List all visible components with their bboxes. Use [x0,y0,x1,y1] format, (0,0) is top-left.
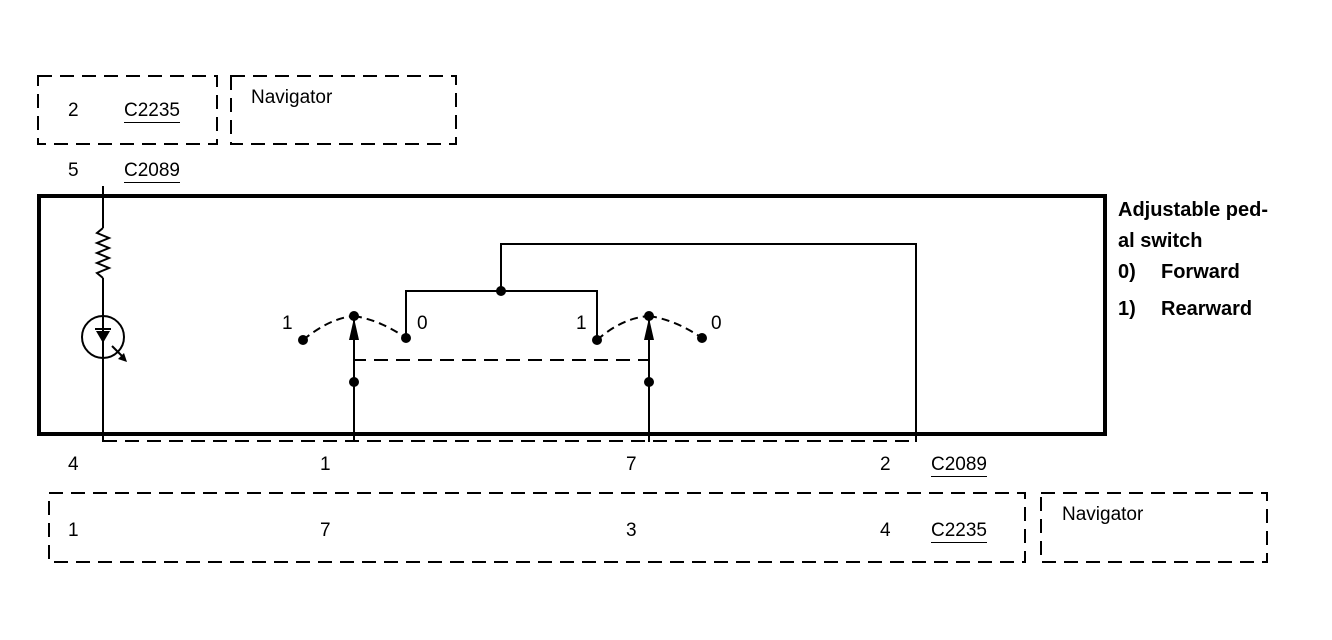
illumination-circuit [81,186,125,442]
top-c2089-pin: 5 [68,160,79,181]
bottom-c2235-label: C2235 [931,520,987,543]
right-contact-1-label: 1 [576,313,587,334]
c2235-pin-label: 1 [68,520,79,541]
switch-housing [37,194,1107,436]
switch-title-line1: Adjustable ped- [1118,199,1269,221]
top-navigator-box [230,75,457,145]
switch-title-line2: al switch [1118,230,1203,252]
c2235-pin-label: 7 [320,520,331,541]
c2089-pin-label: 1 [320,454,331,475]
c2089-pin-label: 7 [626,454,637,475]
left-contact-1-label: 1 [282,313,293,334]
top-navigator-label: Navigator [251,87,333,108]
position-0-label: Forward [1161,261,1240,283]
common-bus [405,243,917,442]
top-c2235-pin: 2 [68,100,79,121]
bottom-c2089-label: C2089 [931,454,987,477]
left-contact-0-label: 0 [417,313,428,334]
bottom-navigator-box [1040,492,1268,563]
position-1-key: 1) [1118,298,1136,320]
c2089-pin-label: 2 [880,454,891,475]
right-contact-0-label: 0 [711,313,722,334]
c2235-pin-label: 4 [880,520,891,541]
bottom-c2235-box [48,492,1026,563]
switch-link [353,358,649,361]
resistor-icon [94,227,112,279]
c2089-pin-label: 4 [68,454,79,475]
top-c2235-box [37,75,218,145]
c2235-pin-label: 3 [626,520,637,541]
top-c2235-label: C2235 [124,100,180,123]
position-0-key: 0) [1118,261,1136,283]
top-c2089-label: C2089 [124,160,180,183]
bottom-navigator-label: Navigator [1062,504,1144,525]
position-1-label: Rearward [1161,298,1253,320]
